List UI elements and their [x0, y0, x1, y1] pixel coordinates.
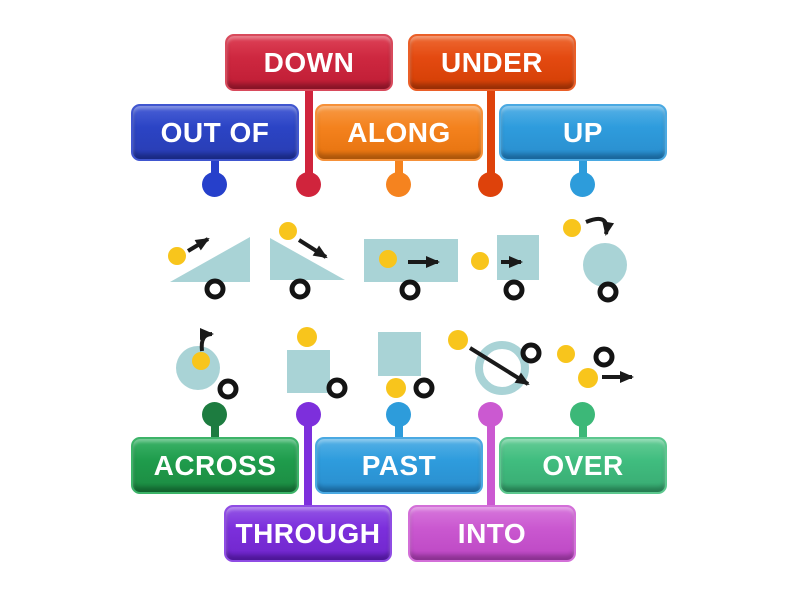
pin-dot-over[interactable]: [570, 402, 595, 427]
label-down[interactable]: DOWN: [225, 34, 393, 91]
diagram-ball-up-ramp: [168, 237, 250, 300]
ball-icon: [192, 352, 210, 370]
pin-dot-out-of[interactable]: [202, 172, 227, 197]
label-along[interactable]: ALONG: [315, 104, 483, 161]
arrow-down-right-icon: [297, 238, 328, 259]
pin-dot-across[interactable]: [202, 402, 227, 427]
ball-icon: [563, 219, 581, 237]
label-across[interactable]: ACROSS: [131, 437, 299, 494]
label-through[interactable]: THROUGH: [224, 505, 392, 562]
diagram-ball-into-square: [471, 235, 539, 301]
ball-icon: [471, 252, 489, 270]
stem-past: [395, 414, 403, 442]
pin-dot-through[interactable]: [296, 402, 321, 427]
ball-icon: [578, 368, 598, 388]
stem-along: [395, 155, 403, 187]
ball-icon: [386, 378, 406, 398]
drop-target[interactable]: [597, 281, 619, 303]
drop-target[interactable]: [413, 377, 435, 399]
pin-dot-down[interactable]: [296, 172, 321, 197]
arrow-up-right-icon: [186, 237, 210, 253]
diagram-ball-along-rectangle: [364, 239, 458, 301]
label-past[interactable]: PAST: [315, 437, 483, 494]
diagram-ball-through-ring: [448, 330, 542, 395]
diagram-ball-onto-circle: [563, 217, 627, 303]
diagram-ball-above-square: [287, 327, 348, 399]
diagram-ball-out-of-circle: [176, 328, 239, 400]
stem-across: [211, 414, 219, 442]
ball-icon: [557, 345, 575, 363]
drop-target[interactable]: [289, 278, 311, 300]
ball-icon: [379, 250, 397, 268]
arrow-curved-onto-icon: [585, 217, 615, 236]
stem-through: [304, 414, 312, 510]
drop-target[interactable]: [326, 377, 348, 399]
ball-icon: [448, 330, 468, 350]
pin-dot-past[interactable]: [386, 402, 411, 427]
drop-target[interactable]: [217, 378, 239, 400]
ball-icon: [279, 222, 297, 240]
label-out-of[interactable]: OUT OF: [131, 104, 299, 161]
pin-dot-up[interactable]: [570, 172, 595, 197]
drop-target[interactable]: [520, 342, 542, 364]
stem-into: [487, 414, 495, 510]
ball-icon: [297, 327, 317, 347]
stem-out-of: [211, 155, 219, 187]
arrow-through-icon: [468, 346, 530, 386]
pin-dot-under[interactable]: [478, 172, 503, 197]
label-over[interactable]: OVER: [499, 437, 667, 494]
drop-target[interactable]: [593, 346, 615, 368]
diagram-ball-past-ball: [557, 345, 634, 388]
arrow-curved-out-icon: [199, 328, 214, 352]
pin-dot-into[interactable]: [478, 402, 503, 427]
stem-under: [487, 86, 495, 187]
drop-target[interactable]: [204, 278, 226, 300]
diagram-ball-under-square: [378, 332, 435, 399]
diagram-ball-down-ramp: [270, 222, 345, 300]
pin-dot-along[interactable]: [386, 172, 411, 197]
drop-target[interactable]: [503, 279, 525, 301]
label-under[interactable]: UNDER: [408, 34, 576, 91]
label-into[interactable]: INTO: [408, 505, 576, 562]
stem-down: [305, 86, 313, 187]
stem-up: [579, 155, 587, 187]
ball-icon: [168, 247, 186, 265]
label-up[interactable]: UP: [499, 104, 667, 161]
stem-over: [579, 414, 587, 442]
drop-target[interactable]: [399, 279, 421, 301]
